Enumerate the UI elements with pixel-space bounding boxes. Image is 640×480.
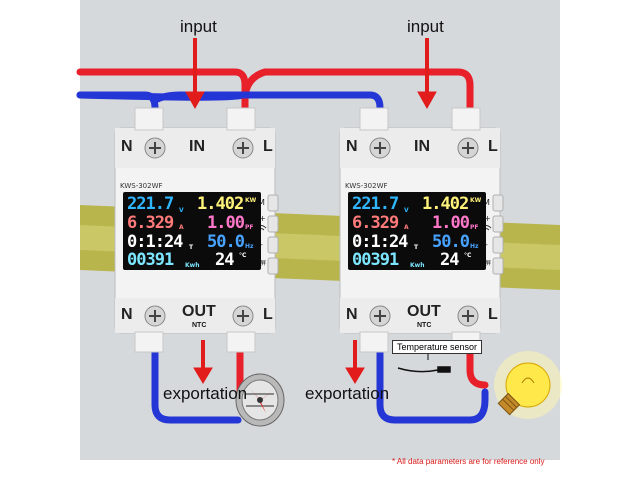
model-label: KWS-302WF bbox=[120, 182, 163, 190]
frequency-unit: Hz bbox=[470, 243, 479, 250]
temperature-reading: 24 bbox=[215, 250, 235, 270]
current-unit: A bbox=[404, 224, 409, 231]
terminal-in: IN bbox=[414, 138, 430, 155]
terminal-in: IN bbox=[189, 138, 205, 155]
fan-illustration bbox=[235, 373, 285, 427]
plus-button-label: + bbox=[484, 214, 491, 223]
current-unit: A bbox=[179, 224, 184, 231]
energy-unit: Kwh bbox=[185, 262, 200, 269]
lcd-screen: 221.7 V 1.402 KW 6.329 A 1.00 PF 0:1:24 … bbox=[123, 192, 261, 270]
frequency-reading: 50.0 bbox=[207, 232, 245, 252]
power-reading: 1.402 bbox=[197, 194, 244, 214]
mode-button-label: M bbox=[258, 198, 265, 207]
time-unit: T bbox=[414, 244, 419, 251]
current-reading: 6.329 bbox=[127, 213, 174, 233]
energy-reading: 00391 bbox=[352, 250, 399, 270]
time-reading: 0:1:24 bbox=[127, 232, 183, 252]
voltage-unit: V bbox=[179, 207, 184, 214]
exportation-label-right: exportation bbox=[305, 384, 390, 403]
terminal-n-top: N bbox=[121, 138, 133, 155]
terminal-screws bbox=[144, 137, 479, 327]
mode-button-label: M bbox=[483, 198, 490, 207]
power-unit: KW bbox=[245, 197, 257, 204]
input-arrows bbox=[185, 38, 437, 110]
model-label: KWS-302WF bbox=[345, 182, 388, 190]
terminal-out: OUT bbox=[407, 303, 441, 320]
minus-button-label: - bbox=[260, 240, 263, 249]
pf-unit: PF bbox=[470, 224, 479, 231]
current-reading: 6.329 bbox=[352, 213, 399, 233]
voltage-reading: 221.7 bbox=[352, 194, 399, 214]
ntc-label: NTC bbox=[417, 322, 432, 329]
temperature-reading: 24 bbox=[440, 250, 460, 270]
footnote: * All data parameters are for reference … bbox=[392, 457, 545, 466]
exportation-label-left: exportation bbox=[163, 384, 248, 403]
temperature-sensor-label: Temperature sensor bbox=[392, 340, 483, 354]
terminal-l-bottom: L bbox=[263, 306, 273, 323]
temperature-unit: °C bbox=[239, 252, 247, 259]
voltage-unit: V bbox=[404, 207, 409, 214]
terminal-n-top: N bbox=[346, 138, 358, 155]
power-unit: KW bbox=[470, 197, 482, 204]
ntc-label: NTC bbox=[192, 322, 207, 329]
temperature-unit: °C bbox=[464, 252, 472, 259]
frequency-unit: Hz bbox=[245, 243, 254, 250]
energy-unit: Kwh bbox=[410, 262, 425, 269]
pf-unit: PF bbox=[245, 224, 254, 231]
terminal-l-bottom: L bbox=[488, 306, 498, 323]
pf-reading: 1.00 bbox=[432, 213, 470, 233]
light-bulb-illustration bbox=[494, 351, 562, 419]
terminal-l-top: L bbox=[263, 138, 273, 155]
energy-reading: 00391 bbox=[127, 250, 174, 270]
frequency-reading: 50.0 bbox=[432, 232, 470, 252]
plus-button-label: + bbox=[259, 214, 266, 223]
terminal-l-top: L bbox=[488, 138, 498, 155]
input-label-right: input bbox=[407, 17, 444, 36]
voltage-reading: 221.7 bbox=[127, 194, 174, 214]
time-reading: 0:1:24 bbox=[352, 232, 408, 252]
terminal-n-bottom: N bbox=[121, 306, 133, 323]
terminal-n-bottom: N bbox=[346, 306, 358, 323]
lcd-screen: 221.7 V 1.402 KW 6.329 A 1.00 PF 0:1:24 … bbox=[348, 192, 486, 270]
input-label-left: input bbox=[180, 17, 217, 36]
output-arrows bbox=[193, 340, 365, 384]
time-unit: T bbox=[189, 244, 194, 251]
device-buttons bbox=[267, 194, 504, 275]
pf-reading: 1.00 bbox=[207, 213, 245, 233]
power-reading: 1.402 bbox=[422, 194, 469, 214]
minus-button-label: - bbox=[485, 240, 488, 249]
terminal-out: OUT bbox=[182, 303, 216, 320]
